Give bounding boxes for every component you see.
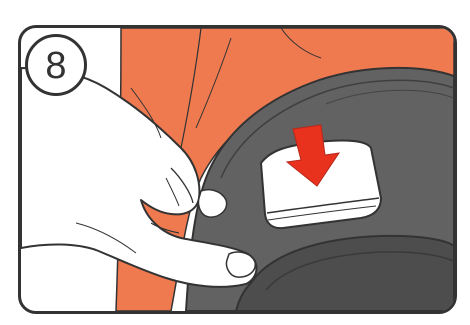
step-number: 8 <box>45 47 66 85</box>
illustration-frame: 8 <box>18 25 457 314</box>
step-number-badge: 8 <box>25 34 87 96</box>
